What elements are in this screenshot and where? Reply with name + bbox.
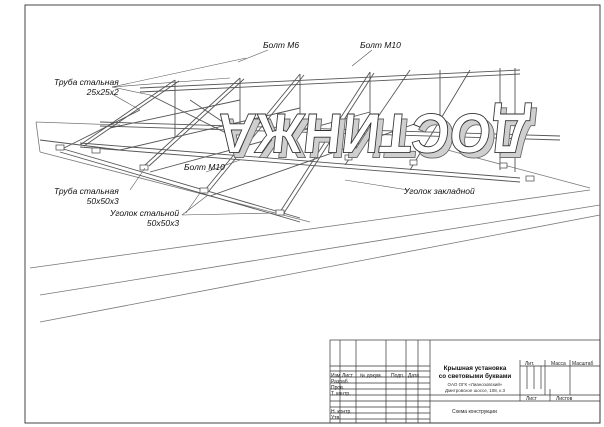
tb-col-izm: Изм.: [331, 373, 342, 379]
tb-col-list: Лист: [342, 373, 353, 379]
tb-role-checker: Пров.: [331, 385, 345, 391]
tb-col-doc: № докум.: [360, 373, 382, 379]
tb-col-date: Дата: [408, 373, 420, 379]
tb-role-tech-control: Т. контр.: [331, 391, 351, 397]
callout-angle-steel: Уголок стальной 50х50х3: [110, 208, 179, 228]
title-block-lines: [329, 339, 601, 424]
tb-organization: ОАО ОГК «Лианозовский» Дмитровское шоссе…: [432, 382, 518, 394]
leader-lines: [111, 49, 409, 216]
sign-letters: ДОСТИНЖА ДОСТИНЖА: [213, 102, 538, 171]
sheet-border: [24, 4, 601, 424]
callout-pipe-50: Труба стальная 50х50х3: [54, 186, 119, 206]
tb-organization-line2: Дмитровское шоссе, 108, к.3: [445, 388, 505, 393]
tb-drawing-title-line1: Крышная установка: [443, 365, 507, 372]
callout-embedded-angle: Уголок закладной: [404, 186, 475, 196]
joint-plates: [55, 129, 535, 216]
callout-angle-steel-line2: 50х50х3: [146, 218, 180, 228]
tb-drawing-title-line2: со световыми буквами: [438, 372, 512, 380]
callout-pipe-25-line1: Труба стальная: [54, 77, 119, 87]
tb-scale: Масштаб: [572, 361, 594, 367]
roof-outline: [29, 121, 601, 323]
tb-sheets-total: Листов: [556, 396, 573, 402]
callout-bolt-m10-top: Болт М10: [360, 40, 401, 50]
tb-role-norm-control: Н. контр.: [331, 409, 352, 415]
steel-frame: [39, 68, 561, 223]
callout-pipe-50-line2: 50х50х3: [86, 196, 119, 206]
tb-mass: Масса: [551, 361, 566, 367]
tb-organization-line1: ОАО ОГК «Лианозовский»: [447, 382, 503, 387]
callout-pipe-25: Труба стальная 25х25х2: [54, 77, 119, 97]
callout-pipe-25-line2: 25х25х2: [86, 87, 119, 97]
callout-bolt-m10-mid: Болт М10: [184, 162, 225, 172]
callout-pipe-50-line1: Труба стальная: [54, 186, 119, 196]
callout-angle-steel-line1: Уголок стальной: [110, 208, 180, 218]
tb-stage: Лит.: [525, 361, 535, 367]
tb-sheet: Лист: [526, 396, 537, 402]
callout-bolt-m6: Болт М6: [263, 40, 300, 50]
tb-drawing-name: Схема конструкции: [452, 409, 497, 415]
tb-drawing-title: Крышная установка со световыми буквами: [432, 365, 518, 380]
tb-role-developer: Разраб.: [331, 379, 350, 385]
tb-col-sign: Подп.: [391, 373, 405, 379]
sign-letters-depth: ДОСТИНЖА: [219, 107, 538, 170]
tb-role-approved: Утв.: [331, 415, 341, 421]
sign-letters-face: ДОСТИНЖА: [214, 102, 533, 165]
